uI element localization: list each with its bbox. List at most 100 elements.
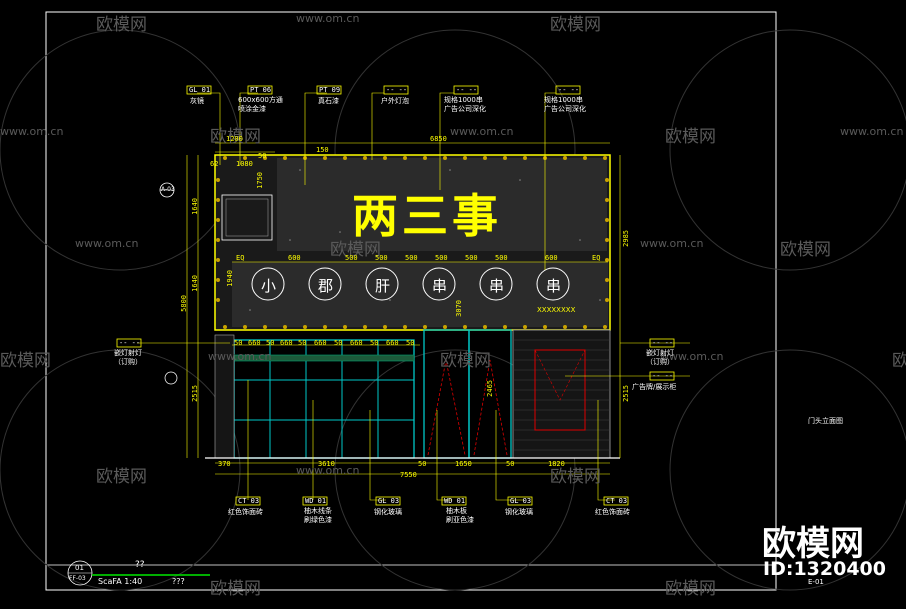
watermark-brand: 欧模网 (0, 351, 51, 371)
dim-eq: EQ (236, 254, 245, 262)
dim-eq: 500 (435, 254, 448, 262)
material-tag-note: 规格1000串 广告公司深化 (444, 96, 486, 113)
watermark-brand: 欧模网 (210, 579, 261, 599)
leader-lines (137, 92, 690, 501)
dim-window: 50 (266, 339, 275, 347)
dim-window: 50 (406, 339, 415, 347)
circle-number: 01 (75, 564, 84, 572)
sign-char: 肝 (375, 277, 391, 295)
watermark-site: www.om.cn (75, 237, 139, 250)
drawing-title: ?? (135, 560, 145, 570)
dim-vertical: 2985 (622, 230, 630, 247)
watermark-site: www.om.cn (296, 12, 360, 25)
dim-vertical: 1640 (191, 275, 199, 292)
sign-texture-bottom (232, 262, 608, 327)
watermark-brand: 欧模网 (330, 240, 381, 260)
bulb-lights (216, 156, 609, 329)
material-tag-code: -- -- (652, 339, 674, 347)
dim-vertical: 2515 (622, 385, 630, 402)
dim-total: 7550 (400, 471, 417, 479)
watermark-brand: 欧模网 (440, 351, 491, 371)
material-tag-code: CT 03 (238, 497, 260, 505)
watermark-brand: 欧模网 (550, 15, 601, 35)
dim-bottom: 1820 (548, 460, 565, 468)
material-tag-code: PT 09 (319, 86, 341, 94)
mirror-panel (221, 194, 273, 241)
material-tag-note: 柚木板 刷亚色漆 (446, 507, 474, 524)
sheet-number: E-01 (808, 578, 824, 586)
watermark-site: www.om.cn (660, 350, 724, 363)
dim-eq: 500 (375, 254, 388, 262)
watermark-brand: 欧模网 (665, 127, 716, 147)
dim-eq: 600 (545, 254, 558, 262)
dim-bottom: 370 (218, 460, 231, 468)
material-tag-note: 600x600方通 喷涂金漆 (238, 96, 283, 113)
dim-window: 50 (298, 339, 307, 347)
material-tag-code: -- -- (119, 339, 141, 347)
dim-label: 1200 (226, 135, 243, 143)
drawing-number: FF-03 (69, 575, 86, 582)
watermark-site: www.om.cn (640, 237, 704, 250)
dim-bottom: 50 (418, 460, 427, 468)
material-tag-code: GL 03 (510, 497, 532, 505)
material-tag-note: 钢化玻璃 (374, 508, 402, 516)
material-tag-note: 规格1000串 广告公司深化 (544, 96, 586, 113)
material-tag-note: 真石漆 (318, 97, 339, 105)
dim-eq: 500 (345, 254, 358, 262)
material-tag-code: PT 06 (250, 86, 272, 94)
dim-window: 660 (248, 339, 261, 347)
ad-board (534, 349, 586, 431)
watermark-brand: 欧模网 (550, 467, 601, 487)
sign-char: 串 (432, 277, 448, 295)
dim-window: 50 (234, 339, 243, 347)
watermark-site: www.om.cn (840, 125, 904, 138)
sign-char: 串 (546, 277, 562, 295)
dim-label: 150 (316, 146, 329, 154)
watermark-brand: 欧模网 (780, 240, 831, 260)
sign-char: 小 (261, 277, 277, 295)
speckle (249, 169, 601, 311)
dim-label: 62 (210, 160, 219, 168)
dim-label: 1080 (236, 160, 253, 168)
watermark-brand: 欧模网 (892, 351, 906, 371)
material-tag-note: 嵌灯射灯 （订购） (646, 349, 674, 366)
watermark-site: www.om.cn (296, 464, 360, 477)
material-tag-note: 广告牌/展示柜 (632, 383, 677, 391)
section-marker-label: A-03 (161, 186, 175, 193)
dim-window: 660 (386, 339, 399, 347)
material-tag-note: 红色饰面砖 (595, 508, 630, 516)
material-tag-note: 柚木线条 刷绿色漆 (304, 507, 332, 524)
watermark-brand: 欧模网 (665, 579, 716, 599)
dim-window: 660 (314, 339, 327, 347)
material-tag-note: 户外灯泡 (381, 97, 409, 105)
dim-vertical: 2465 (486, 380, 494, 397)
material-tag-note: 嵌灯射灯 （订购） (114, 349, 142, 366)
elevation-title: 门头立面图 (808, 417, 843, 425)
dim-window: 50 (334, 339, 343, 347)
material-tag-code: WD 01 (305, 497, 327, 505)
dim-eq: 500 (495, 254, 508, 262)
dim-vertical: 1750 (256, 172, 264, 189)
dimension-lines (186, 142, 621, 475)
dim-eq: 500 (465, 254, 478, 262)
brick-panel (512, 329, 611, 459)
tag-boxes (116, 85, 675, 506)
scale-label: ScaFA 1:40 (98, 577, 143, 586)
watermark-brand: 欧模网 (96, 15, 147, 35)
material-tag-code: WD 01 (444, 497, 466, 505)
dim-label: 6850 (430, 135, 447, 143)
dim-vertical: 2515 (191, 385, 199, 402)
id-brand: 欧模网 (762, 524, 864, 564)
material-tag-code: -- -- (652, 372, 674, 380)
dim-eq: EQ (592, 254, 601, 262)
dim-vertical: 3070 (455, 300, 463, 317)
watermark-site: www.om.cn (0, 125, 64, 138)
watermark-site: www.om.cn (208, 350, 272, 363)
dim-window: 50 (370, 339, 379, 347)
dim-vertical: 1940 (226, 270, 234, 287)
watermark-brand: 欧模网 (96, 467, 147, 487)
sheet-border (45, 11, 777, 591)
watermark-site: www.om.cn (450, 125, 514, 138)
dim-window: 660 (280, 339, 293, 347)
